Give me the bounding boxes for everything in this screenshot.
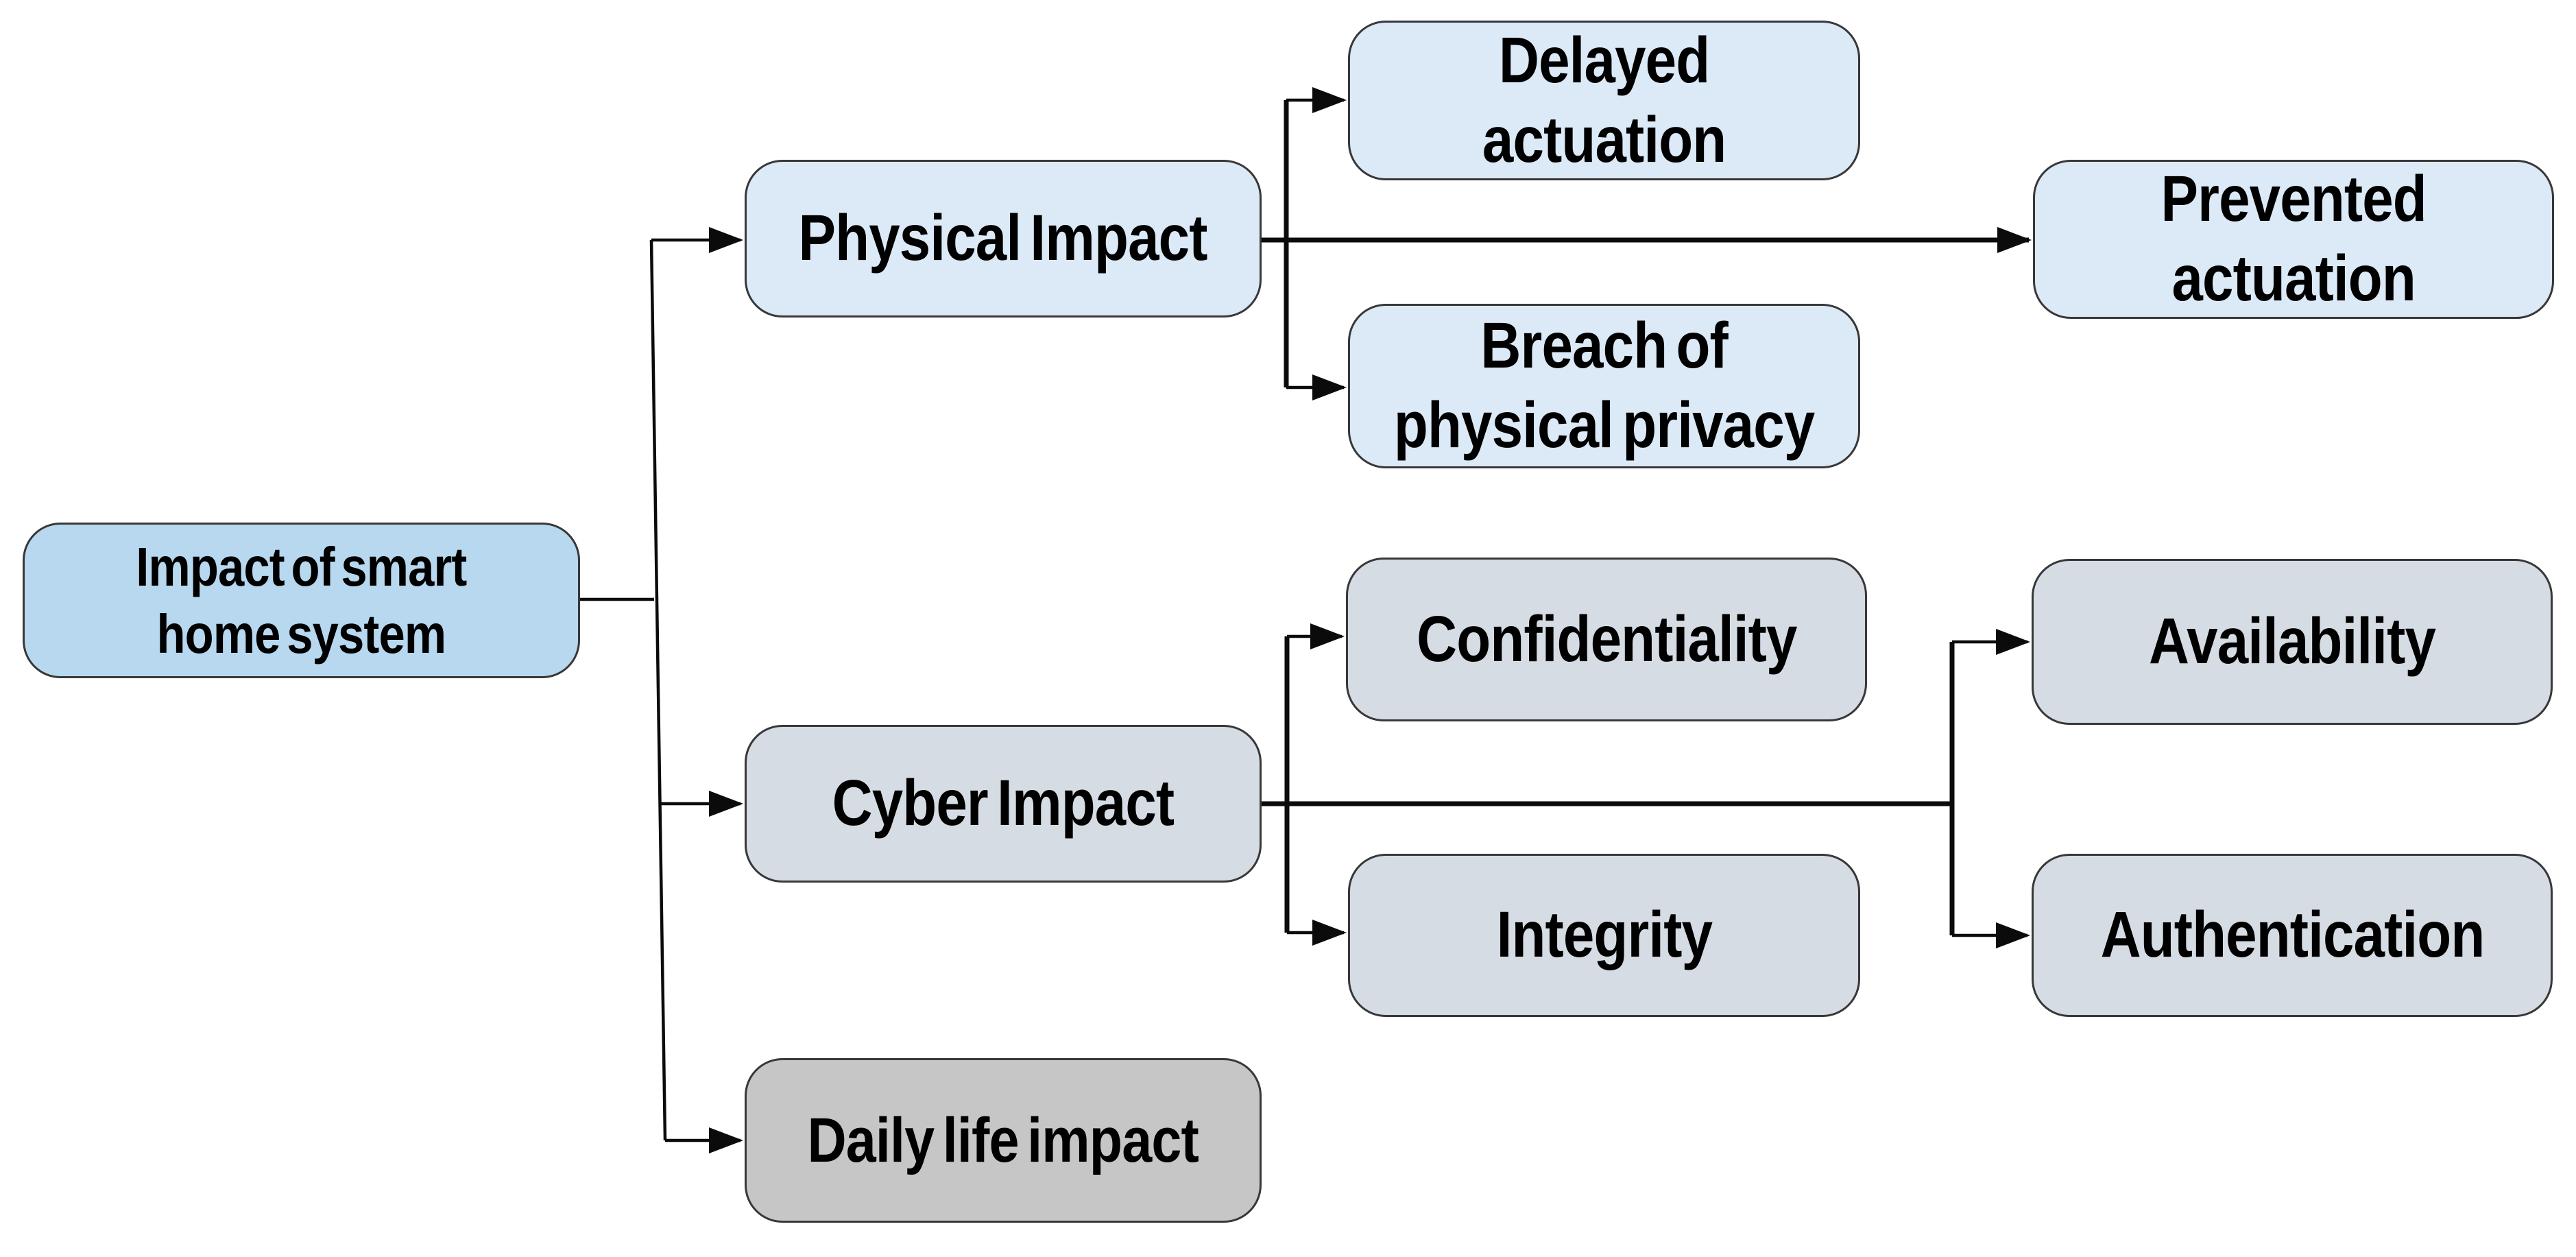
- node-label: Breach of physical privacy: [1393, 309, 1815, 462]
- connector-root-trunk: [649, 239, 667, 1141]
- node-daily-life-impact: Daily life impact: [745, 1058, 1262, 1223]
- node-label: Impact of smart home system: [136, 536, 467, 665]
- node-label: Delayed actuation: [1482, 23, 1726, 176]
- node-cyber-impact: Cyber Impact: [745, 725, 1262, 883]
- node-delayed-actuation: Delayed actuation: [1348, 21, 1860, 180]
- node-label: Availability: [2148, 605, 2436, 678]
- node-label: Physical Impact: [798, 202, 1208, 275]
- node-label: Confidentiality: [1416, 602, 1797, 675]
- node-label: Integrity: [1496, 898, 1712, 972]
- node-prevented-actuation: Prevented actuation: [2033, 160, 2554, 319]
- node-confidentiality: Confidentiality: [1346, 558, 1867, 721]
- node-breach-of-physical-privacy: Breach of physical privacy: [1348, 304, 1860, 468]
- node-label: Daily life impact: [807, 1105, 1199, 1175]
- node-integrity: Integrity: [1348, 854, 1860, 1017]
- node-authentication: Authentication: [2032, 854, 2553, 1017]
- node-label: Cyber Impact: [832, 767, 1175, 840]
- node-label: Prevented actuation: [2160, 163, 2427, 315]
- node-label: Authentication: [2100, 898, 2485, 972]
- node-availability: Availability: [2032, 559, 2553, 725]
- node-physical-impact: Physical Impact: [745, 160, 1262, 318]
- node-impact-of-smart-home-system: Impact of smart home system: [23, 523, 580, 678]
